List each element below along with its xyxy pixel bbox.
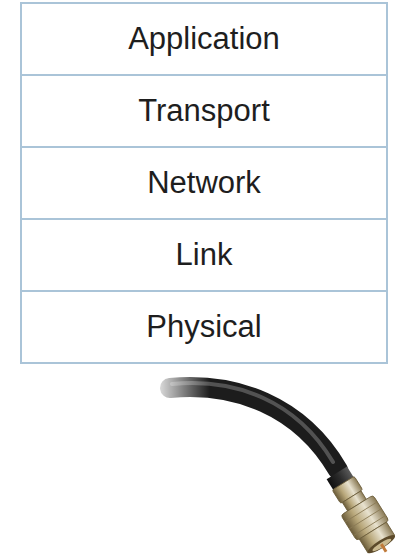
layer-box: Network [20,146,388,220]
layer-box: Link [20,218,388,292]
layer-label: Transport [138,93,270,129]
layer-box: Application [20,2,388,76]
layer-label: Physical [146,309,261,345]
cable-fade [150,372,210,406]
layer-box: Transport [20,74,388,148]
layer-label: Link [176,237,233,273]
layer-label: Application [128,21,280,57]
coax-connector [321,463,395,559]
layer-box: Physical [20,290,388,364]
layer-label: Network [147,165,261,201]
